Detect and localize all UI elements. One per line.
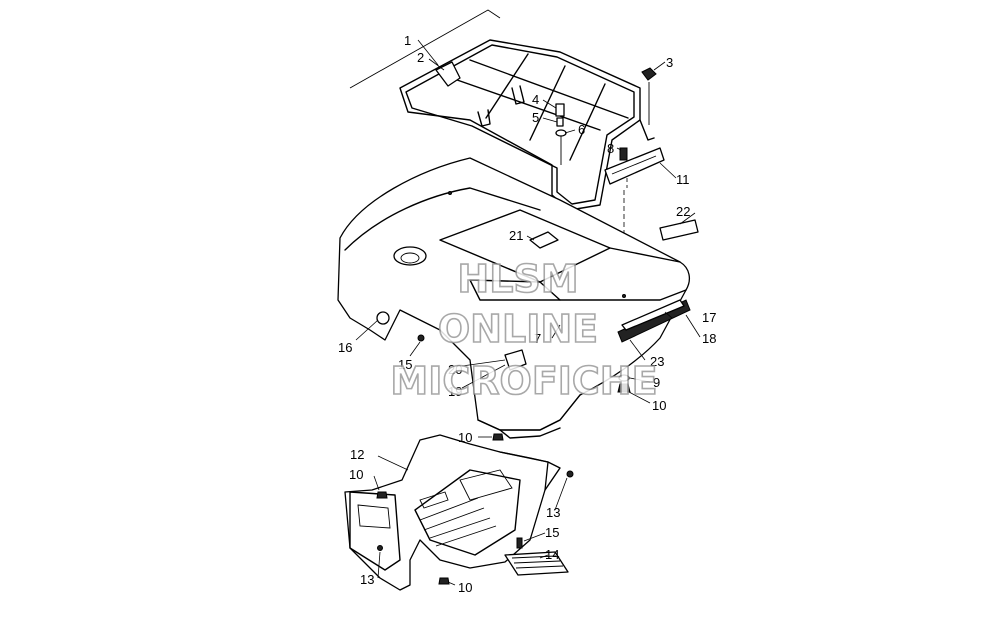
callout-13-left: 13 [360,572,374,587]
callout-10-bottom: 10 [458,580,472,595]
callout-labels: 1 2 3 4 5 6 7 8 9 10 10 10 10 11 12 13 1… [338,33,716,595]
callout-12: 12 [350,447,364,462]
nut-10-bottom [438,577,450,585]
leader-lines [355,39,701,586]
callout-23: 23 [650,354,664,369]
callout-4: 4 [532,92,539,107]
callout-2: 2 [417,50,424,65]
washer-6 [555,129,567,137]
bolt-8 [619,147,628,161]
decal-22 [659,219,699,241]
callout-18: 18 [702,331,716,346]
callout-9: 9 [653,375,660,390]
callout-14: 14 [545,547,559,562]
rear-rack [399,39,665,211]
footrest-step [504,537,569,576]
callout-21: 21 [509,228,523,243]
callout-19: 19 [448,384,462,399]
callout-20: 20 [448,362,462,377]
nut-3 [641,67,657,81]
nut-10-left [376,491,388,499]
callout-11: 11 [676,172,690,187]
callout-7: 7 [534,331,541,346]
watermark: HLSM ONLINE MICROFICHE [390,256,659,404]
callout-1: 1 [404,33,411,48]
callout-6: 6 [578,122,585,137]
screw-13-left [377,545,383,551]
spacer-5 [556,117,564,127]
callout-22: 22 [676,204,690,219]
rear-fender [337,157,691,439]
bolt-4 [555,103,565,117]
callout-10-left: 10 [349,467,363,482]
screw-15-step [516,537,523,549]
nut-10 [617,383,631,393]
nut-10-top [492,433,504,441]
grommet-16 [376,311,390,325]
callout-15-step: 15 [545,525,559,540]
callout-10-top: 10 [458,430,472,445]
watermark-line-1: HLSM [457,257,578,301]
callout-3: 3 [666,55,673,70]
callout-10-fender: 10 [652,398,666,413]
footwell [344,433,574,591]
washer-9 [618,374,630,382]
callout-8: 8 [607,141,614,156]
screw-15 [417,334,425,342]
callout-17: 17 [702,310,716,325]
watermark-line-2: ONLINE [438,307,598,351]
callout-16: 16 [338,340,352,355]
callout-13-right: 13 [546,505,560,520]
callout-15-fender: 15 [398,357,412,372]
item-1-bracket [349,9,501,89]
callout-5: 5 [532,110,539,125]
watermark-line-3: MICROFICHE [390,359,657,403]
screw-13-right [566,470,574,478]
